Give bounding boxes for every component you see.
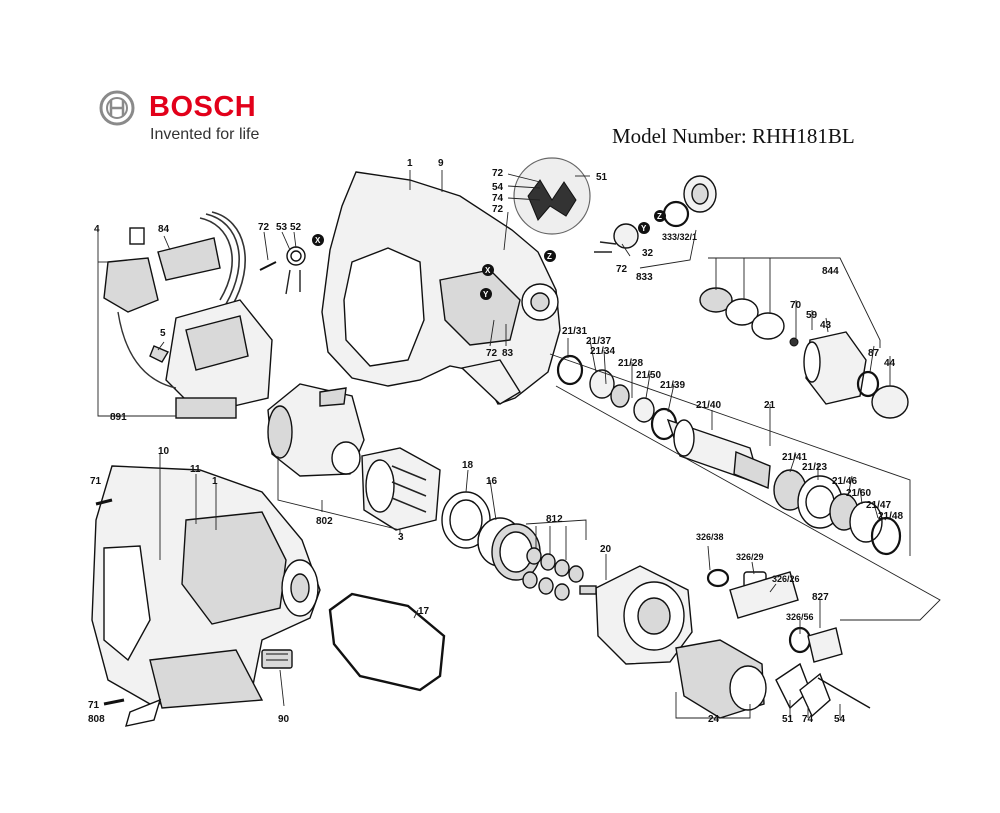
callout-5: 5 <box>160 328 166 339</box>
callout-827: 827 <box>812 592 829 603</box>
callout-59: 59 <box>806 310 818 321</box>
callout-71-bottom: 71 <box>88 700 100 711</box>
callout-72-b: 72 <box>492 204 504 215</box>
callout-21-47: 21/47 <box>866 500 891 511</box>
callout-891: 891 <box>110 412 127 423</box>
gear-ring-part <box>441 491 541 581</box>
assembled-hammer-part <box>91 465 321 709</box>
callout-21-50: 21/50 <box>636 370 661 381</box>
callout-74-top: 74 <box>492 193 504 204</box>
callout-90: 90 <box>278 714 290 725</box>
marker-y-1: Y <box>480 288 492 300</box>
callout-812: 812 <box>546 514 563 525</box>
callout-51-top: 51 <box>596 172 608 183</box>
callout-808: 808 <box>88 714 105 725</box>
leader-lines <box>97 170 941 719</box>
callout-20: 20 <box>600 544 612 555</box>
contact-part <box>261 649 293 669</box>
callout-labels: 1 9 72 54 74 51 72 4 84 72 53 52 5 891 7… <box>88 158 903 725</box>
svg-text:Z: Z <box>657 212 662 221</box>
callout-1-top: 1 <box>407 158 413 169</box>
callout-21-40: 21/40 <box>696 400 721 411</box>
callout-333-32-1: 333/32/1 <box>662 232 697 242</box>
marker-x-2: X <box>482 264 494 276</box>
callout-1-bottom: 1 <box>212 476 218 487</box>
housing-shell-part <box>321 171 561 405</box>
callout-326-26: 326/26 <box>772 574 800 584</box>
gasket-part <box>328 592 446 692</box>
callout-32: 32 <box>642 248 654 259</box>
clutch-cap-part <box>594 175 717 253</box>
inset-detail-circle <box>513 157 591 235</box>
callout-3: 3 <box>398 532 404 543</box>
svg-text:X: X <box>315 236 321 245</box>
callout-17: 17 <box>418 606 430 617</box>
spindle-part <box>556 354 902 556</box>
callout-52: 52 <box>290 222 302 233</box>
callout-326-29: 326/29 <box>736 552 764 562</box>
callout-326-38: 326/38 <box>696 532 724 542</box>
svg-text:Y: Y <box>641 224 647 233</box>
callout-21-60: 21/60 <box>846 488 871 499</box>
callout-72-e: 72 <box>616 264 628 275</box>
brand-tagline: Invented for life <box>150 126 260 143</box>
callout-21-34: 21/34 <box>590 346 615 357</box>
callout-53: 53 <box>276 222 288 233</box>
callout-21-46: 21/46 <box>832 476 857 487</box>
gear-housing-part <box>579 565 693 665</box>
callout-74-bottom: 74 <box>802 714 814 725</box>
callout-70: 70 <box>790 300 802 311</box>
callout-54-top: 54 <box>492 182 504 193</box>
callout-24: 24 <box>708 714 720 725</box>
callout-84: 84 <box>158 224 170 235</box>
callout-21-48: 21/48 <box>878 511 903 522</box>
svg-text:Z: Z <box>547 252 552 261</box>
callout-21-39: 21/39 <box>660 380 685 391</box>
callout-83: 83 <box>502 348 514 359</box>
screw-part <box>95 498 162 727</box>
marker-y-2: Y <box>638 222 650 234</box>
svg-text:Y: Y <box>483 290 489 299</box>
callout-21: 21 <box>764 400 776 411</box>
alignment-markers: X X Y Z Y Z <box>312 210 666 300</box>
callout-21-23: 21/23 <box>802 462 827 473</box>
bosch-logo <box>99 90 135 126</box>
callout-10: 10 <box>158 446 170 457</box>
motor-part <box>267 383 441 531</box>
callout-72-a: 72 <box>492 168 504 179</box>
callout-21-37: 21/37 <box>586 336 611 347</box>
brand-name: BOSCH <box>149 91 256 123</box>
svg-text:X: X <box>485 266 491 275</box>
callout-51-bottom: 51 <box>782 714 794 725</box>
callout-21-28: 21/28 <box>618 358 643 369</box>
callout-54-bottom: 54 <box>834 714 846 725</box>
callout-16: 16 <box>486 476 498 487</box>
marker-z-1: Z <box>544 250 556 262</box>
callout-18: 18 <box>462 460 474 471</box>
callout-9: 9 <box>438 158 444 169</box>
callout-72-c: 72 <box>258 222 270 233</box>
callout-21-41: 21/41 <box>782 452 807 463</box>
chuck-part <box>699 287 909 419</box>
callout-844: 844 <box>822 266 839 277</box>
marker-z-2: Z <box>654 210 666 222</box>
callout-326-56: 326/56 <box>786 612 814 622</box>
callout-4: 4 <box>94 224 100 235</box>
callout-71-top: 71 <box>90 476 102 487</box>
model-number: Model Number: RHH181BL <box>612 124 855 148</box>
marker-x-1: X <box>312 234 324 246</box>
callout-833: 833 <box>636 272 653 283</box>
callout-44: 44 <box>884 358 896 369</box>
callout-21-31: 21/31 <box>562 326 587 337</box>
callout-72-d: 72 <box>486 348 498 359</box>
switch-module-part <box>103 211 273 419</box>
callout-802: 802 <box>316 516 333 527</box>
piston-part <box>675 568 871 719</box>
planet-gears-part <box>522 547 584 601</box>
callout-87: 87 <box>868 348 880 359</box>
callout-43: 43 <box>820 320 832 331</box>
callout-11: 11 <box>190 464 201 475</box>
